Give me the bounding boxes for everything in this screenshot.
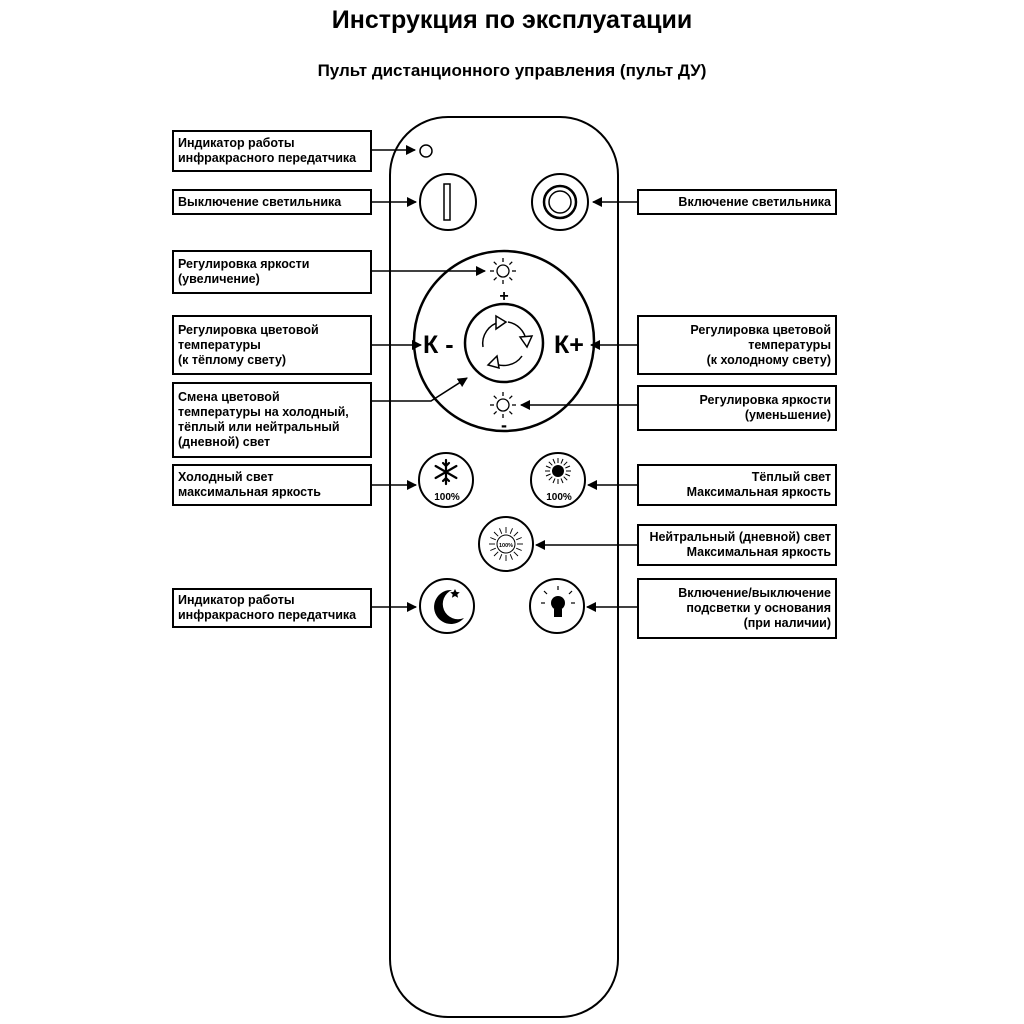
- sun-icon[interactable]: [490, 258, 516, 284]
- k-minus-label[interactable]: К -: [423, 331, 454, 359]
- sun-icon[interactable]: [490, 392, 516, 418]
- label-color-temp-warm: Регулировка цветовой температуры (к тёпл…: [172, 315, 372, 375]
- cycle-arrows-icon[interactable]: [463, 302, 545, 384]
- warm-percent: 100%: [546, 492, 572, 503]
- plus-sign: +: [499, 288, 508, 305]
- snowflake-icon[interactable]: [418, 452, 474, 508]
- label-ir-indicator-bottom: Индикатор работы инфракрасного передатчи…: [172, 588, 372, 628]
- neutral-sun-icon[interactable]: [478, 516, 534, 572]
- moon-star-icon[interactable]: [419, 578, 475, 634]
- arrow-cycle: [371, 377, 468, 402]
- label-cold-max: Холодный свет максимальная яркость: [172, 464, 372, 506]
- label-brightness-down: Регулировка яркости (уменьшение): [637, 385, 837, 431]
- minus-sign: -: [501, 415, 507, 435]
- label-color-temp-cold: Регулировка цветовой температуры (к холо…: [637, 315, 837, 375]
- label-ir-indicator-top: Индикатор работы инфракрасного передатчи…: [172, 130, 372, 172]
- ir-led-icon: [419, 144, 433, 158]
- cold-percent: 100%: [434, 492, 460, 503]
- power-off-icon[interactable]: [419, 173, 477, 231]
- label-base-light: Включение/выключение подсветки у основан…: [637, 578, 837, 639]
- label-neutral-max: Нейтральный (дневной) свет Максимальная …: [637, 524, 837, 566]
- bulb-icon[interactable]: [529, 578, 585, 634]
- label-power-on: Включение светильника: [637, 189, 837, 215]
- label-power-off: Выключение светильника: [172, 189, 372, 215]
- neutral-percent: 100%: [499, 543, 513, 549]
- page-title: Инструкция по эксплуатации: [331, 6, 693, 34]
- page-subtitle: Пульт дистанционного управления (пульт Д…: [317, 61, 707, 80]
- label-color-cycle: Смена цветовой температуры на холодный, …: [172, 382, 372, 458]
- k-plus-label[interactable]: К+: [554, 331, 584, 359]
- label-warm-max: Тёплый свет Максимальная яркость: [637, 464, 837, 506]
- warm-sun-icon[interactable]: [530, 452, 586, 508]
- label-brightness-up: Регулировка яркости (увеличение): [172, 250, 372, 294]
- power-on-icon[interactable]: [531, 173, 589, 231]
